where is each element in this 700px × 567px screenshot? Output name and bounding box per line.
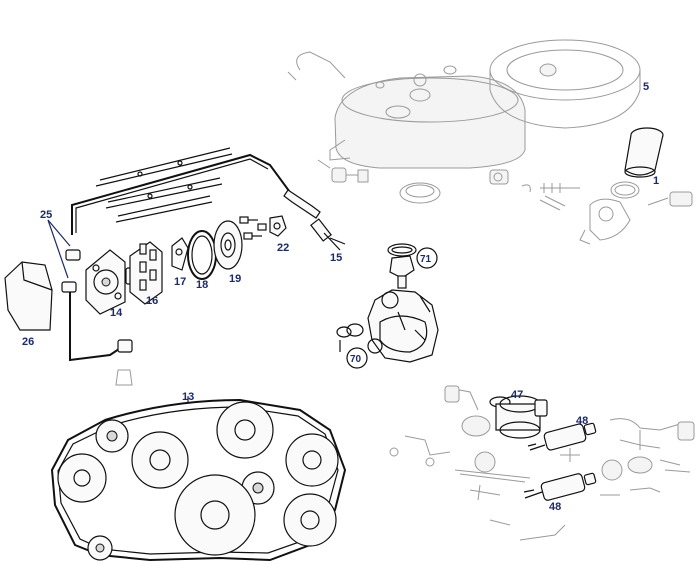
faded-vacuum-fittings [489,169,580,211]
label-5: 5 [643,81,649,93]
label-14: 14 [110,307,123,319]
leader-25 [47,219,71,279]
gasket-strips [95,147,233,223]
sensor-cable-lower [61,249,133,386]
thermostat-gasket [387,243,417,257]
oil-filter-housing [579,181,693,245]
label-25: 25 [40,209,52,221]
label-48-lower: 48 [549,501,561,513]
spark-plug-connector[interactable] [283,189,346,251]
air-filter-element [489,39,641,129]
label-22: 22 [277,242,289,254]
label-13: 13 [182,391,194,403]
thermostat[interactable] [389,255,415,289]
faded-small-valve [317,159,369,183]
seal-ring-18[interactable] [187,230,217,280]
label-16: 16 [146,295,158,307]
distributor-cap[interactable] [129,241,163,305]
rotor-hub[interactable] [85,249,135,315]
sensor-22[interactable] [269,215,287,237]
belt-pulleys [57,401,339,561]
fuel-accumulator[interactable] [489,395,548,439]
label-18: 18 [196,279,208,291]
disc-19[interactable] [213,220,243,270]
label-70: 70 [350,354,362,365]
label-19: 19 [229,273,241,285]
label-15: 15 [330,252,342,264]
label-17: 17 [174,276,186,288]
water-pump[interactable] [367,289,439,363]
label-48-upper: 48 [576,415,588,427]
callout-circle-70 [346,347,368,369]
screws [239,216,267,240]
label-26: 26 [22,336,34,348]
oil-filter[interactable] [624,127,664,178]
fuel-lines-faded [389,385,695,541]
air-cleaner-seal-ring [399,182,441,204]
bracket-17[interactable] [171,237,189,271]
callout-circle-71 [416,247,438,269]
fuel-pump-upper[interactable] [527,422,597,451]
cover-plate[interactable] [4,261,53,331]
fuel-pump-lower[interactable] [523,472,597,501]
air-cleaner-housing [287,51,526,169]
o-rings-70 [336,323,364,352]
label-47: 47 [511,389,523,401]
label-1: 1 [653,175,659,187]
label-71: 71 [420,254,432,265]
